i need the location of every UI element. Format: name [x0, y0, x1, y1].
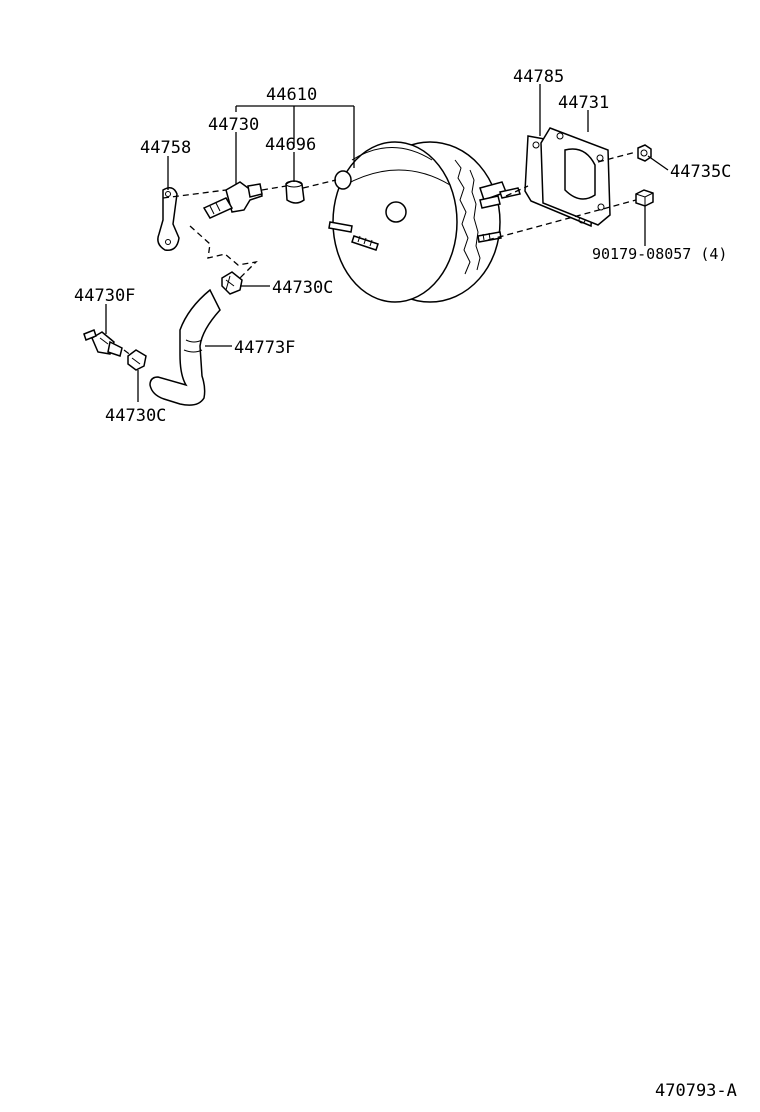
- brake-booster[interactable]: [328, 141, 521, 303]
- check-valve-44730[interactable]: [202, 181, 263, 219]
- spacer-44731[interactable]: [540, 127, 611, 226]
- diagram-code: 470793-A: [655, 1081, 737, 1101]
- label-44735c: 44735C: [670, 162, 731, 182]
- label-44610: 44610: [266, 85, 317, 105]
- fitting-44730f[interactable]: [83, 329, 123, 357]
- hose-clip-44730c-top[interactable]: [221, 271, 243, 295]
- label-44730: 44730: [208, 115, 259, 135]
- label-44785: 44785: [513, 67, 564, 87]
- label-44730c-bottom: 44730C: [105, 406, 166, 426]
- label-44696: 44696: [265, 135, 316, 155]
- label-44730c-top: 44730C: [272, 278, 333, 298]
- grommet-44696[interactable]: [285, 180, 305, 204]
- hose-clip-44730c-bottom[interactable]: [127, 349, 147, 371]
- bolt-90179-08057[interactable]: [635, 189, 654, 207]
- label-44758: 44758: [140, 138, 191, 158]
- vacuum-hose-44773f[interactable]: [149, 288, 221, 406]
- label-44773f: 44773F: [234, 338, 295, 358]
- bracket-44758[interactable]: [157, 187, 180, 251]
- label-44731: 44731: [558, 93, 609, 113]
- label-44730f: 44730F: [74, 286, 135, 306]
- nut-44735c[interactable]: [637, 144, 652, 162]
- label-90179-08057: 90179-08057 (4): [592, 245, 727, 263]
